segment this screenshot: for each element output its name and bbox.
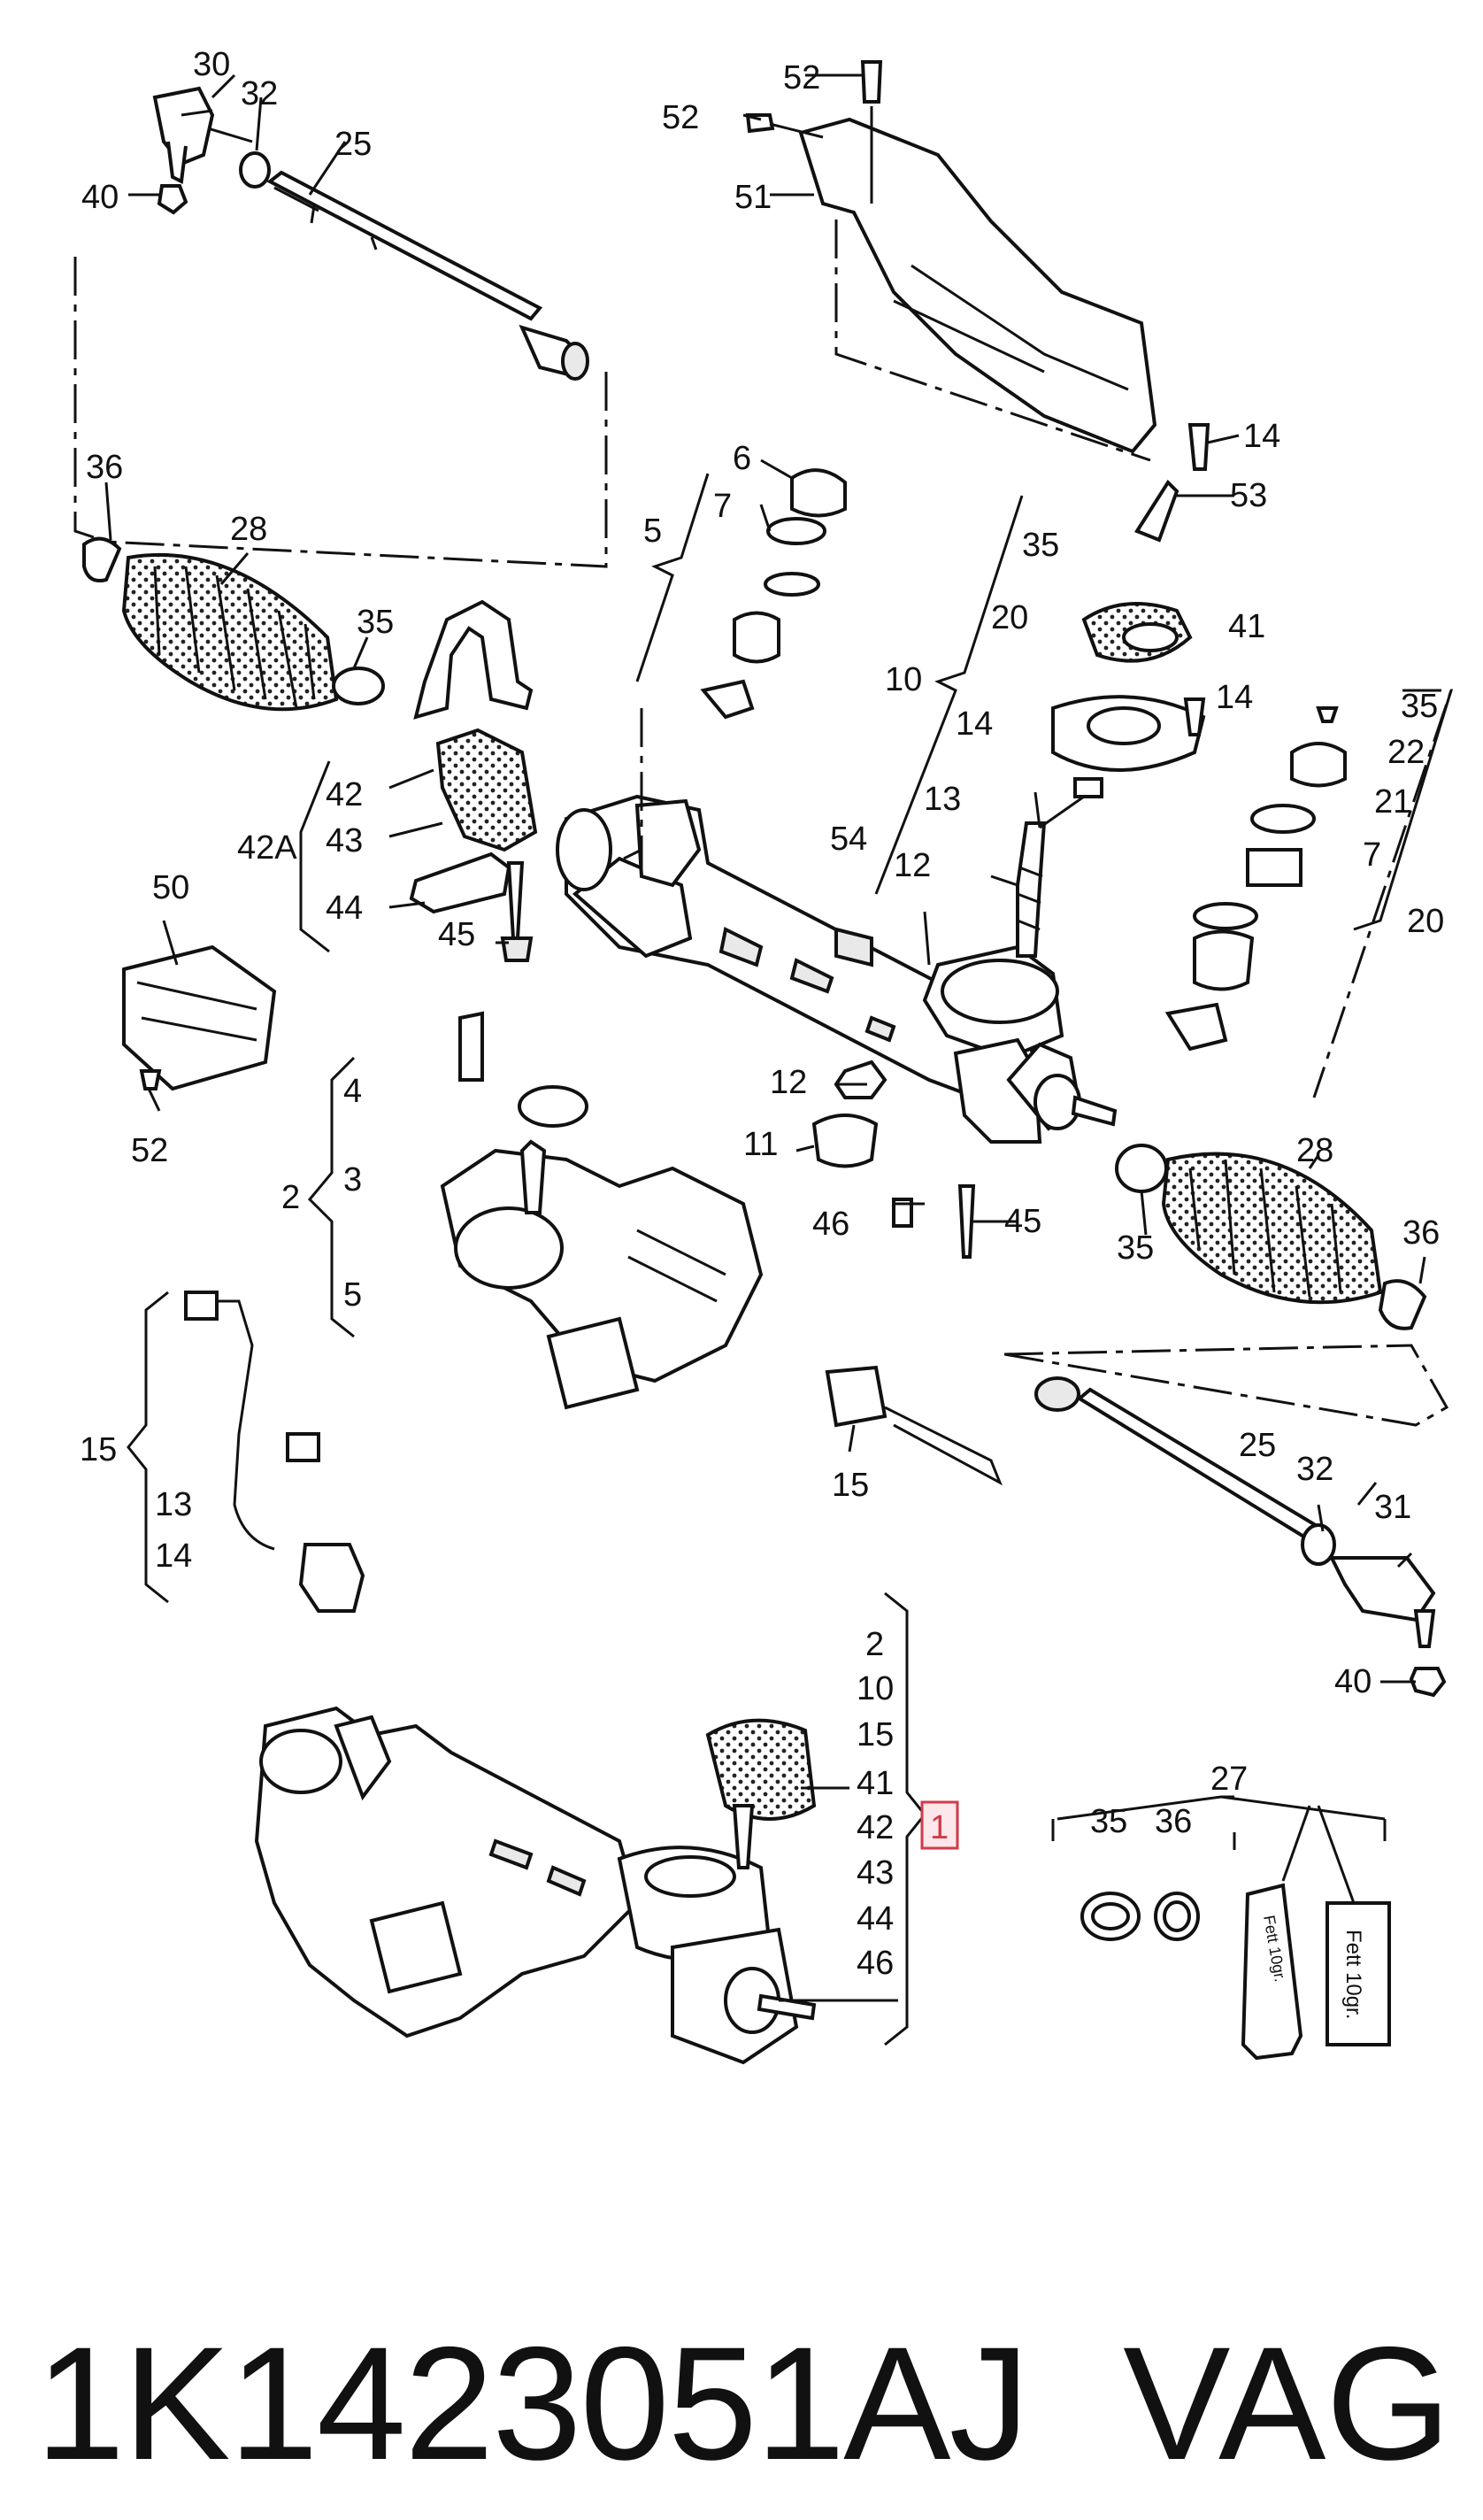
label-52: 52 [131, 1132, 168, 1169]
label-20: 20 [1407, 903, 1444, 940]
repair-kit [1051, 1795, 1391, 2061]
label-35: 35 [1090, 1803, 1127, 1840]
label-15: 15 [80, 1431, 117, 1468]
label-36: 36 [1155, 1803, 1192, 1840]
kit-label-44: 44 [857, 1900, 894, 1938]
kit-label-42: 42 [857, 1809, 894, 1846]
heat-shield [745, 60, 1157, 462]
group-brackets [127, 473, 1453, 2046]
label-41: 41 [1228, 608, 1265, 645]
kit-label-43: 43 [857, 1854, 894, 1892]
label-40: 40 [1334, 1663, 1372, 1700]
label-12: 12 [894, 847, 931, 884]
label-7: 7 [713, 488, 732, 525]
label-30: 30 [193, 46, 230, 83]
leader-lines [104, 73, 1426, 2002]
label-45: 45 [1004, 1203, 1041, 1240]
rack-housing-main [556, 777, 1118, 1144]
small-parts-left [640, 468, 847, 872]
label-54: 54 [830, 821, 867, 858]
cover [122, 944, 277, 1091]
kit-label-2: 2 [865, 1626, 884, 1663]
part-number: 1K1423051AJ [35, 2313, 1030, 2493]
label-3: 3 [343, 1161, 362, 1198]
label-35: 35 [1022, 527, 1059, 564]
label-42: 42 [326, 776, 363, 813]
label-40: 40 [81, 179, 119, 216]
label-7: 7 [1363, 836, 1381, 874]
label-36: 36 [1402, 1214, 1440, 1252]
label-44: 44 [326, 890, 363, 927]
label-43: 43 [326, 822, 363, 859]
label-15: 15 [832, 1467, 869, 1504]
label-28: 28 [230, 511, 267, 548]
label-20: 20 [991, 599, 1028, 636]
kit-label-41: 41 [857, 1765, 894, 1802]
part-number-labels: 30 32 25 40 52 52 51 14 53 36 28 35 42 4… [80, 46, 1444, 2019]
label-35: 35 [357, 604, 394, 641]
label-21: 21 [1374, 783, 1411, 821]
label-2: 2 [281, 1179, 300, 1216]
sensor-wiring-left [184, 1291, 365, 1613]
tie-rod-assembly-right [1003, 1344, 1449, 1698]
label-14: 14 [1243, 418, 1280, 455]
label-5: 5 [343, 1276, 362, 1314]
label-36: 36 [86, 449, 123, 486]
tie-rod-assembly-left [73, 86, 608, 568]
upper-bearing [1051, 602, 1206, 772]
label-45: 45 [438, 916, 475, 953]
label-35: 35 [1117, 1229, 1154, 1267]
label-6: 6 [733, 440, 751, 477]
footer: 1K1423051AJ VAG [35, 2310, 1451, 2493]
label-35: 35 [1401, 688, 1438, 725]
label-52: 52 [662, 99, 699, 136]
label-4: 4 [343, 1073, 362, 1110]
grease-box-text: Fett 10gr. [1341, 1930, 1365, 2019]
label-10: 10 [885, 661, 922, 698]
label-13: 13 [924, 781, 961, 818]
label-27: 27 [1210, 1761, 1248, 1798]
complete-rack-assembly [254, 1706, 817, 2065]
boot-right [1115, 1144, 1427, 1330]
label-25: 25 [334, 126, 372, 163]
boot-left [82, 536, 385, 712]
brand-name: VAG [1123, 2313, 1451, 2493]
label-12: 12 [770, 1064, 807, 1101]
small-parts-right [1164, 689, 1454, 1098]
kit-label-10: 10 [857, 1670, 894, 1707]
label-50: 50 [152, 869, 189, 906]
label-53: 53 [1230, 477, 1267, 514]
label-14: 14 [155, 1537, 192, 1575]
kit-label-46: 46 [857, 1945, 894, 1982]
highlight-box [920, 1800, 959, 1850]
kit-label-15: 15 [857, 1716, 894, 1753]
label-52: 52 [783, 59, 820, 96]
label-13: 13 [155, 1486, 192, 1523]
label-42a: 42A [237, 829, 297, 867]
sensor-wiring-right [825, 1365, 1003, 1486]
label-11: 11 [743, 1126, 778, 1163]
label-14: 14 [1216, 679, 1253, 716]
label-32: 32 [1296, 1451, 1333, 1488]
bracket-assembly [409, 599, 538, 962]
label-25: 25 [1239, 1427, 1276, 1464]
label-22: 22 [1387, 734, 1425, 771]
label-1: 1 [930, 1809, 949, 1846]
label-32: 32 [241, 75, 278, 112]
label-14: 14 [956, 705, 993, 743]
label-46: 46 [812, 1206, 849, 1243]
bolt-and-clip [1134, 423, 1240, 543]
label-28: 28 [1296, 1132, 1333, 1169]
label-51: 51 [734, 179, 772, 216]
electric-motor [440, 1011, 764, 1410]
label-31: 31 [1374, 1489, 1411, 1526]
label-5: 5 [643, 512, 662, 550]
